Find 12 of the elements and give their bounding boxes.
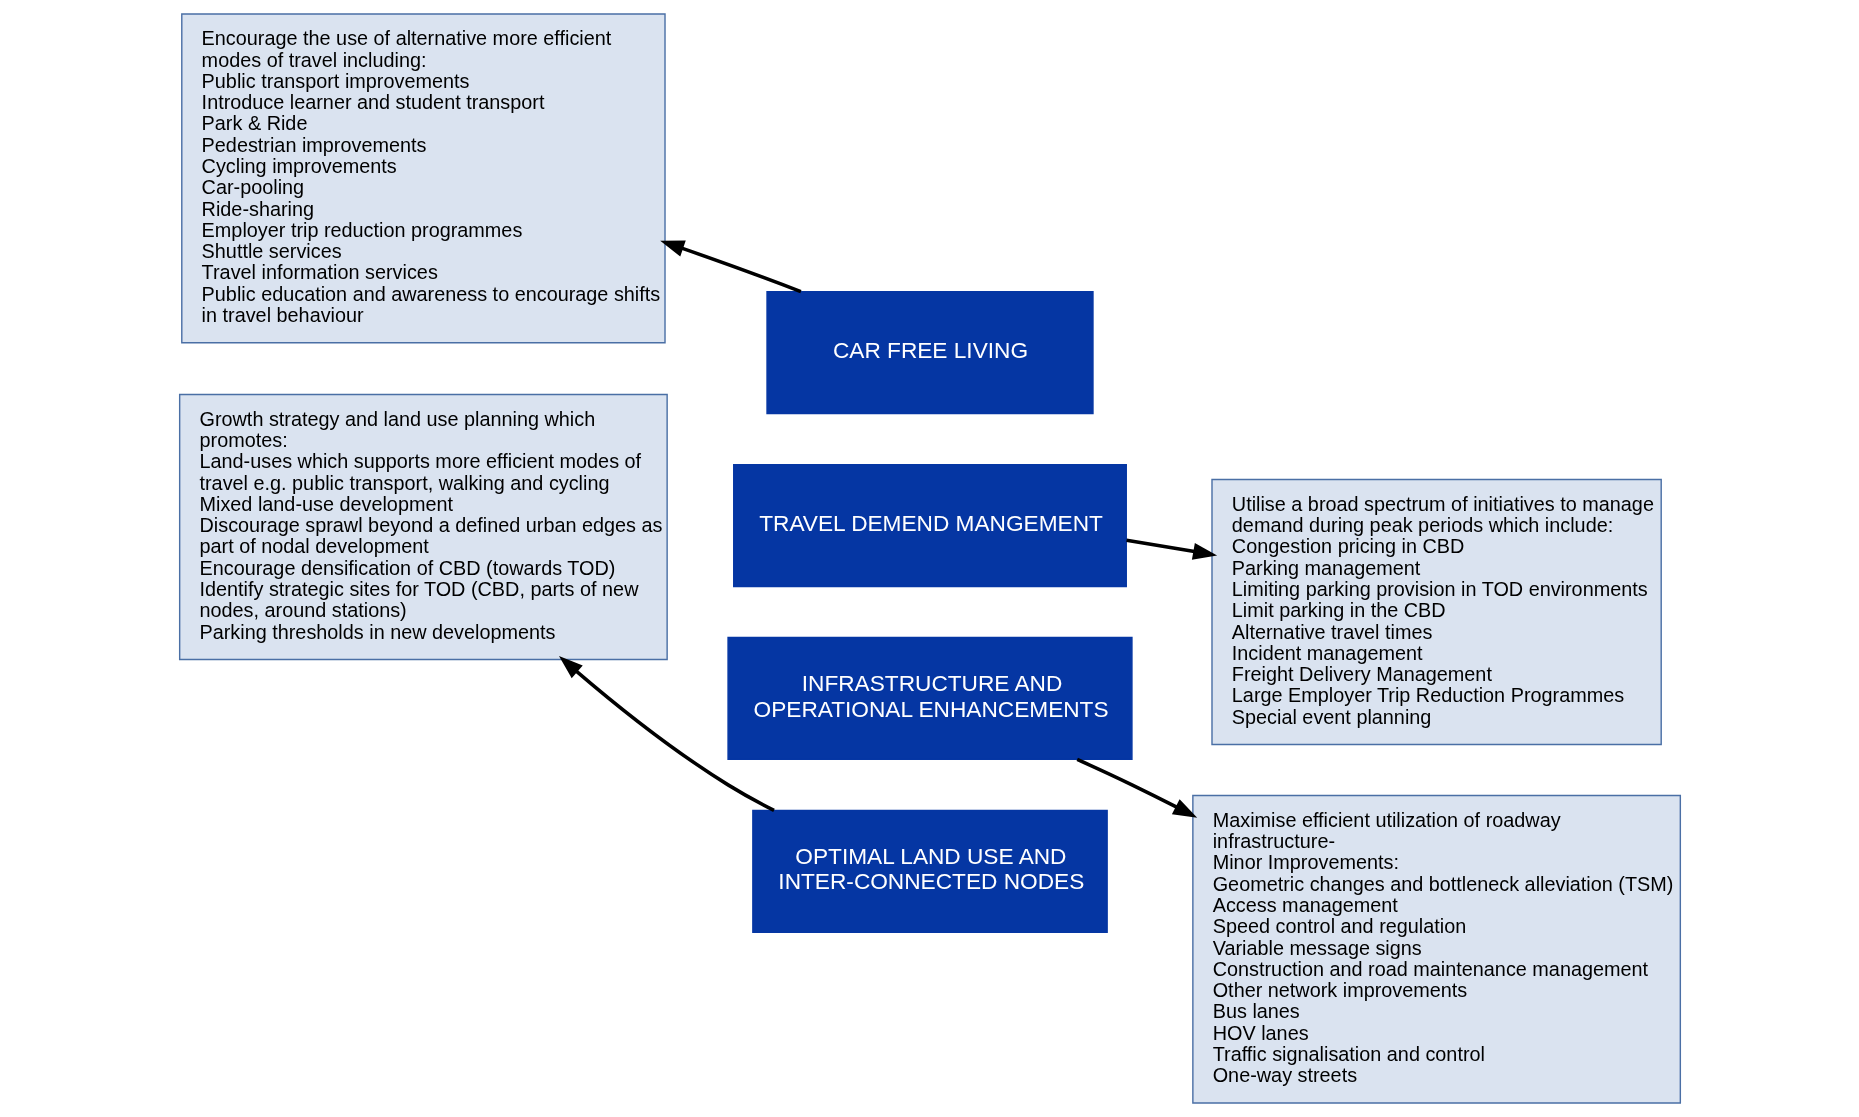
- node-box: Encourage the use of alternative more efficient modes of travel including: Public transport improvements Introduce learner and student transport Park & Ride Pedestrian improvements Cycling improvements Car-pooling Ride-sharing Employer trip reduction programmes Shuttle services Travel information services Public education and awareness to encourage shifts in travel behaviour: [180, 13, 666, 344]
- arrow: [558, 656, 775, 812]
- node-box: TRAVEL DEMEND MANGEMENT: [732, 463, 1127, 588]
- node-box: CAR FREE LIVING: [765, 291, 1094, 415]
- node-box: INFRASTRUCTURE AND OPERATIONAL ENHANCEMENTS: [726, 636, 1133, 761]
- arrow: [1076, 757, 1197, 818]
- arrow: [659, 240, 801, 294]
- node-box: Growth strategy and land use planning which promotes: Land-uses which supports more efficient modes of travel e.g. public transport, walking and cycling Mixed land-use development Discourage sprawl beyond a defined urban edges as part of nodal development Encourage densification of CBD (towards TOD) Identify strategic sites for TOD (CBD, parts of new nodes, around stations) Parking thresholds in new developments: [178, 393, 668, 661]
- arrow: [1125, 538, 1217, 560]
- node-box: Utilise a broad spectrum of initiatives to manage demand during peak periods which include: Congestion pricing in CBD Parking management Limiting parking provision in TOD environments Limit parking in the CBD Alternative travel times Incident management Freight Delivery Management Large Employer Trip Reduction Programmes Special event planning: [1210, 478, 1662, 746]
- node-box: Maximise efficient utilization of roadway infrastructure- Minor Improvements: Geometric changes and bottleneck alleviation (TSM) Access management Speed control and regulation Variable message signs Construction and road maintenance management Other network improvements Bus lanes HOV lanes Traffic signalisation and control One-way streets: [1191, 794, 1681, 1104]
- node-box: OPTIMAL LAND USE AND INTER-CONNECTED NODES: [751, 809, 1108, 933]
